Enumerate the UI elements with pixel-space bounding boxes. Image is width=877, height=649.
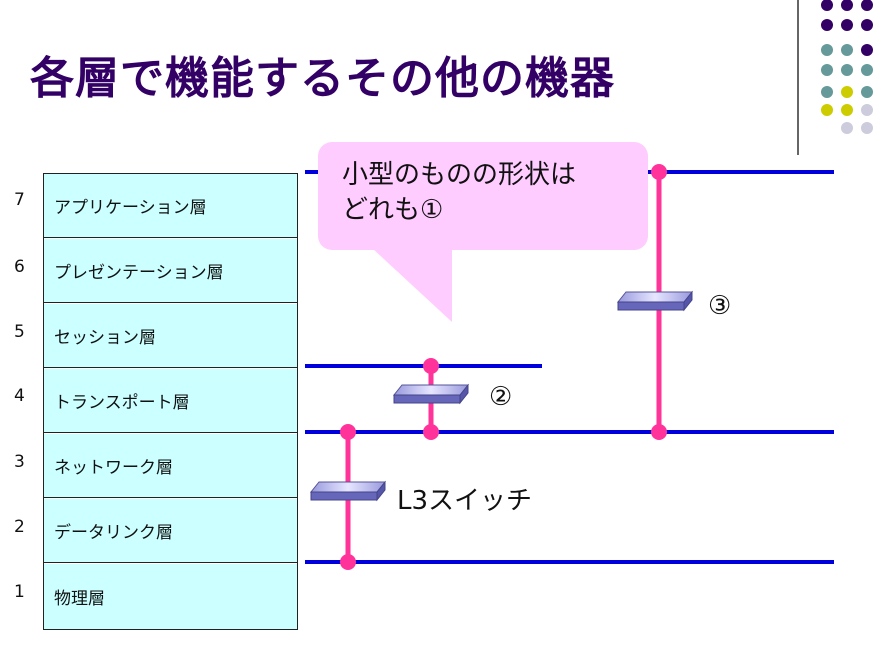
layer-row-4: トランスポート層 [44, 369, 297, 433]
layer-number-3: 3 [14, 452, 25, 472]
layer-row-1: 物理層 [44, 564, 297, 629]
decorative-dots [821, 0, 873, 134]
layer-number-4: 4 [14, 386, 25, 406]
page-title: 各層で機能するその他の機器 [30, 53, 615, 104]
layer-label: 物理層 [54, 589, 105, 609]
dot-grid [821, 0, 873, 134]
layer-row-6: プレゼンテーション層 [44, 239, 297, 303]
layer-label: データリンク層 [54, 523, 173, 543]
callout-line-2: どれも① [342, 195, 444, 226]
osi-layer-table: アプリケーション層 プレゼンテーション層 セッション層 トランスポート層 ネット… [43, 173, 298, 630]
switch-device-icon [616, 290, 694, 312]
switch-device-icon [309, 480, 387, 502]
layer-label: トランスポート層 [54, 393, 190, 413]
device-2-label: ② [489, 382, 513, 412]
layer-label: ネットワーク層 [54, 458, 173, 478]
layer-row-2: データリンク層 [44, 499, 297, 563]
layer-number-2: 2 [14, 517, 25, 537]
layer-row-5: セッション層 [44, 304, 297, 368]
device-3-label: ③ [708, 291, 732, 321]
callout-bubble: 小型のものの形状は どれも① [318, 142, 648, 250]
divider-line [797, 0, 799, 155]
layer-number-5: 5 [14, 322, 25, 342]
layer-label: プレゼンテーション層 [54, 263, 224, 283]
callout-tail [372, 248, 452, 322]
layer-number-7: 7 [14, 190, 25, 210]
l3-switch-label: L3スイッチ [397, 486, 533, 516]
layer-number-6: 6 [14, 257, 25, 277]
layer-row-7: アプリケーション層 [44, 174, 297, 238]
layer-label: セッション層 [54, 328, 156, 348]
callout-line-1: 小型のものの形状は [342, 160, 577, 190]
layer-row-3: ネットワーク層 [44, 434, 297, 498]
switch-device-icon [392, 383, 470, 405]
layer-number-1: 1 [14, 582, 25, 602]
layer-label: アプリケーション層 [54, 198, 207, 218]
